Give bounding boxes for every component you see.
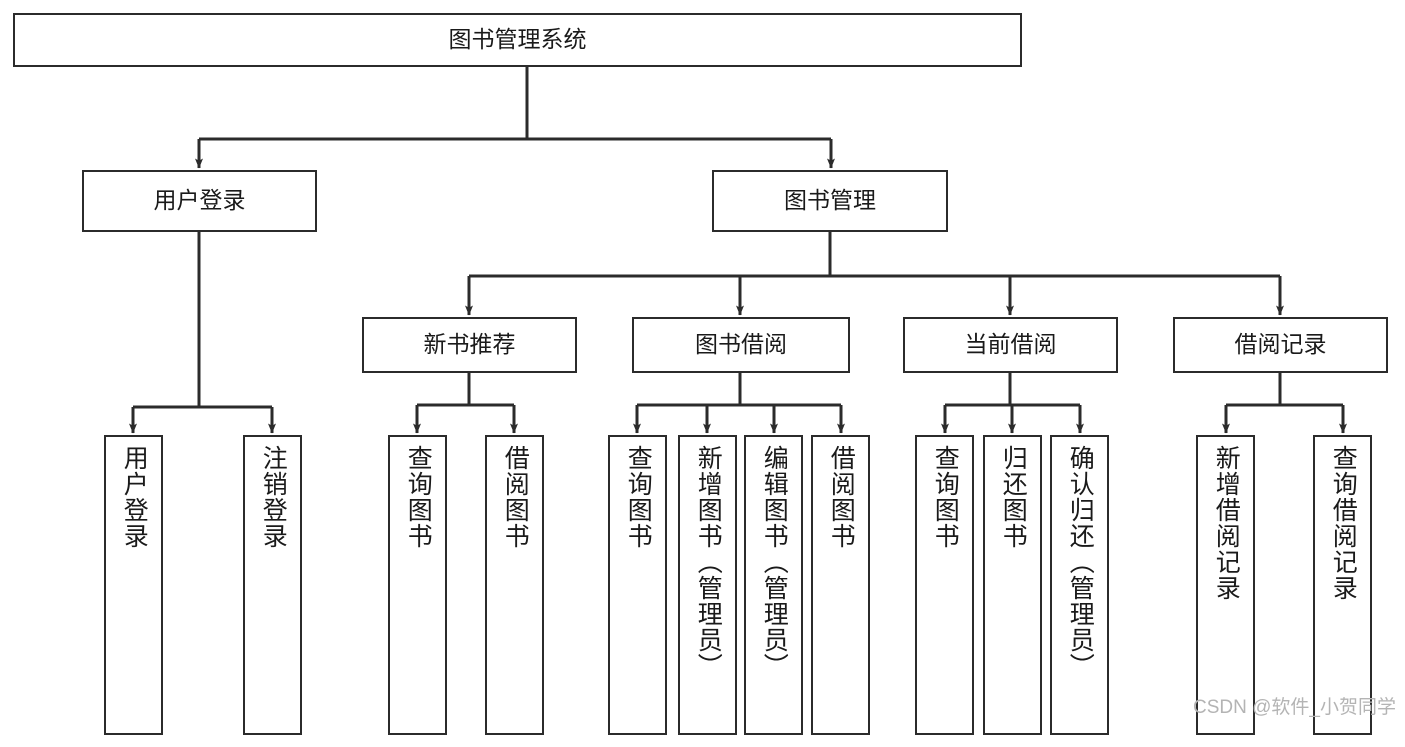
node-label: 编辑图书（管理员）	[760, 445, 789, 679]
node-leaf-query-book-new[interactable]: 查询图书	[388, 435, 447, 735]
node-leaf-borrow-book[interactable]: 借阅图书	[811, 435, 870, 735]
node-label: 借阅记录	[1234, 331, 1327, 358]
node-leaf-return-book[interactable]: 归还图书	[983, 435, 1042, 735]
node-label: 图书借阅	[695, 331, 787, 358]
node-label: 注销登录	[259, 445, 288, 549]
node-label: 新增图书（管理员）	[694, 445, 723, 679]
node-label: 查询借阅记录	[1329, 445, 1358, 601]
node-leaf-confirm-return-admin[interactable]: 确认归还（管理员）	[1050, 435, 1109, 735]
node-label: 确认归还（管理员）	[1066, 445, 1095, 679]
node-leaf-borrow-book-new[interactable]: 借阅图书	[485, 435, 544, 735]
node-level2-book-borrow[interactable]: 图书借阅	[632, 317, 850, 373]
node-label: 当前借阅	[964, 331, 1057, 358]
node-label: 图书管理系统	[448, 26, 587, 53]
node-label: 借阅图书	[501, 445, 530, 549]
node-label: 新增借阅记录	[1212, 445, 1241, 601]
node-leaf-add-borrow-record[interactable]: 新增借阅记录	[1196, 435, 1255, 735]
node-level2-borrow-records[interactable]: 借阅记录	[1173, 317, 1388, 373]
node-leaf-add-book-admin[interactable]: 新增图书（管理员）	[678, 435, 737, 735]
node-level2-new-book-recommend[interactable]: 新书推荐	[362, 317, 577, 373]
node-leaf-user-login[interactable]: 用户登录	[104, 435, 163, 735]
node-label: 用户登录	[153, 187, 246, 214]
node-leaf-query-book-current[interactable]: 查询图书	[915, 435, 974, 735]
node-label: 查询图书	[624, 445, 653, 549]
node-leaf-logout[interactable]: 注销登录	[243, 435, 302, 735]
node-label: 用户登录	[120, 445, 149, 549]
node-label: 借阅图书	[827, 445, 856, 549]
node-label: 新书推荐	[423, 331, 516, 358]
node-leaf-query-borrow-record[interactable]: 查询借阅记录	[1313, 435, 1372, 735]
node-level1-user-login[interactable]: 用户登录	[82, 170, 317, 232]
node-level2-current-borrow[interactable]: 当前借阅	[903, 317, 1118, 373]
node-label: 图书管理	[784, 187, 876, 214]
node-level1-book-management[interactable]: 图书管理	[712, 170, 948, 232]
node-label: 查询图书	[404, 445, 433, 549]
node-leaf-query-book[interactable]: 查询图书	[608, 435, 667, 735]
node-root[interactable]: 图书管理系统	[13, 13, 1022, 67]
node-label: 查询图书	[931, 445, 960, 549]
node-label: 归还图书	[999, 445, 1028, 549]
node-leaf-edit-book-admin[interactable]: 编辑图书（管理员）	[744, 435, 803, 735]
